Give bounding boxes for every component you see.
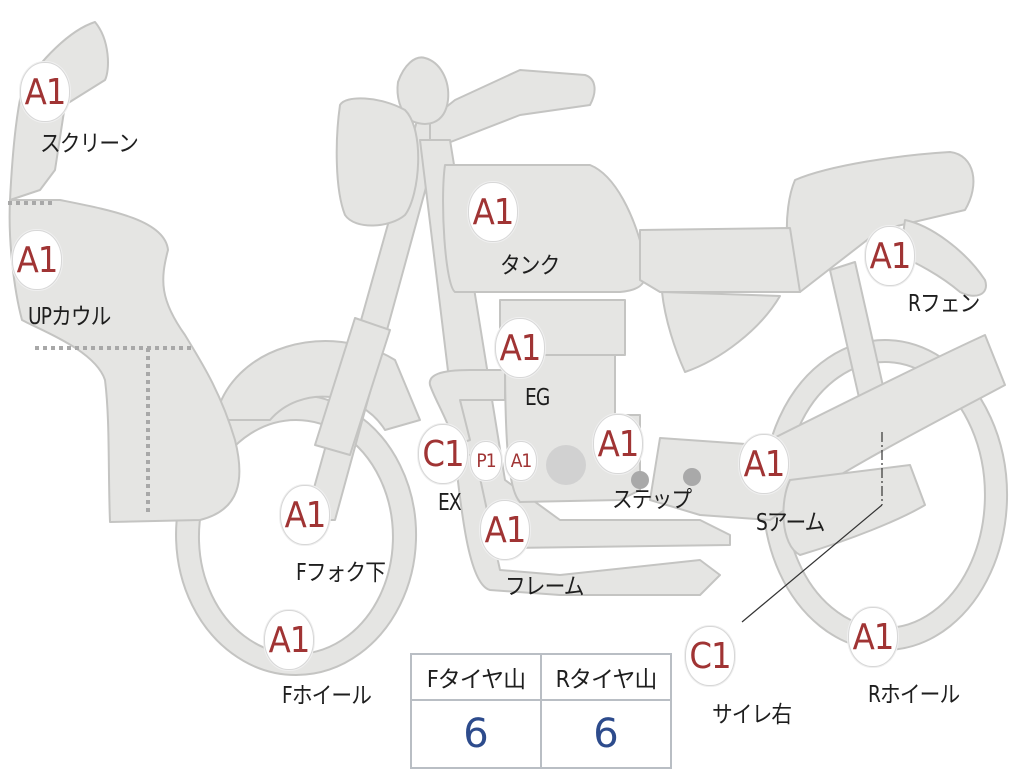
part-label-frame: フレーム: [505, 574, 584, 600]
front-tire-value: 6: [410, 699, 542, 769]
part-label-engine: EG: [525, 385, 550, 411]
headlight: [335, 97, 420, 227]
rear-shock: [829, 261, 886, 403]
grade-marker-screen: A1: [20, 62, 70, 122]
part-label-screen: スクリーン: [40, 131, 139, 157]
step-peg-right: [683, 468, 701, 486]
silencer: [782, 464, 926, 556]
grade-marker-exhaust: C1: [418, 424, 468, 484]
part-label-upcowl: UPカウル: [28, 304, 111, 330]
part-label-silencer: サイレ右: [712, 702, 792, 728]
grade-marker-a1-small: A1: [505, 441, 537, 481]
grade-marker-ffork: A1: [280, 485, 330, 545]
engine-sprocket: [546, 445, 586, 485]
handlebar: [429, 69, 596, 151]
leader-line: [741, 432, 883, 623]
part-label-rfender: Rフェン: [908, 291, 980, 317]
part-label-rwheel: Rホイール: [868, 682, 960, 708]
tire-table-header-row: Fタイヤ山 Rタイヤ山: [410, 653, 672, 701]
tire-tread-table: Fタイヤ山 Rタイヤ山 6 6: [410, 653, 672, 769]
part-label-step: ステップ: [612, 487, 692, 513]
step-peg-left: [631, 471, 649, 489]
grade-marker-fwheel: A1: [264, 610, 314, 670]
grade-marker-step: A1: [593, 414, 643, 474]
fork-sleeve: [314, 317, 391, 456]
part-label-ffork: Fフォク下: [296, 560, 386, 586]
grade-marker-upcowl: A1: [12, 230, 62, 290]
grade-marker-swingarm: A1: [739, 434, 789, 494]
grade-marker-p1: P1: [470, 441, 502, 481]
grade-marker-silencer: C1: [685, 626, 735, 686]
grade-marker-engine: A1: [495, 318, 545, 378]
part-label-exhaust: EX: [438, 490, 462, 516]
part-label-tank: タンク: [500, 253, 560, 279]
guide-lines: [8, 201, 192, 515]
rear-fender: [899, 219, 987, 297]
front-seat: [639, 227, 801, 293]
lower-frame: [454, 454, 721, 596]
grade-marker-rfender: A1: [865, 226, 915, 286]
grade-marker-frame: A1: [480, 500, 530, 560]
part-label-swingarm: Sアーム: [756, 510, 825, 536]
rear-tire-value: 6: [540, 699, 672, 769]
side-cover: [661, 291, 781, 373]
front-tire-header: Fタイヤ山: [410, 653, 542, 701]
tire-table-value-row: 6 6: [410, 699, 672, 769]
upper-cowl: [8, 199, 241, 523]
grade-marker-tank: A1: [468, 182, 518, 242]
grade-marker-rwheel: A1: [848, 607, 898, 667]
part-label-fwheel: Fホイール: [282, 683, 372, 709]
rear-tire-header: Rタイヤ山: [540, 653, 672, 701]
